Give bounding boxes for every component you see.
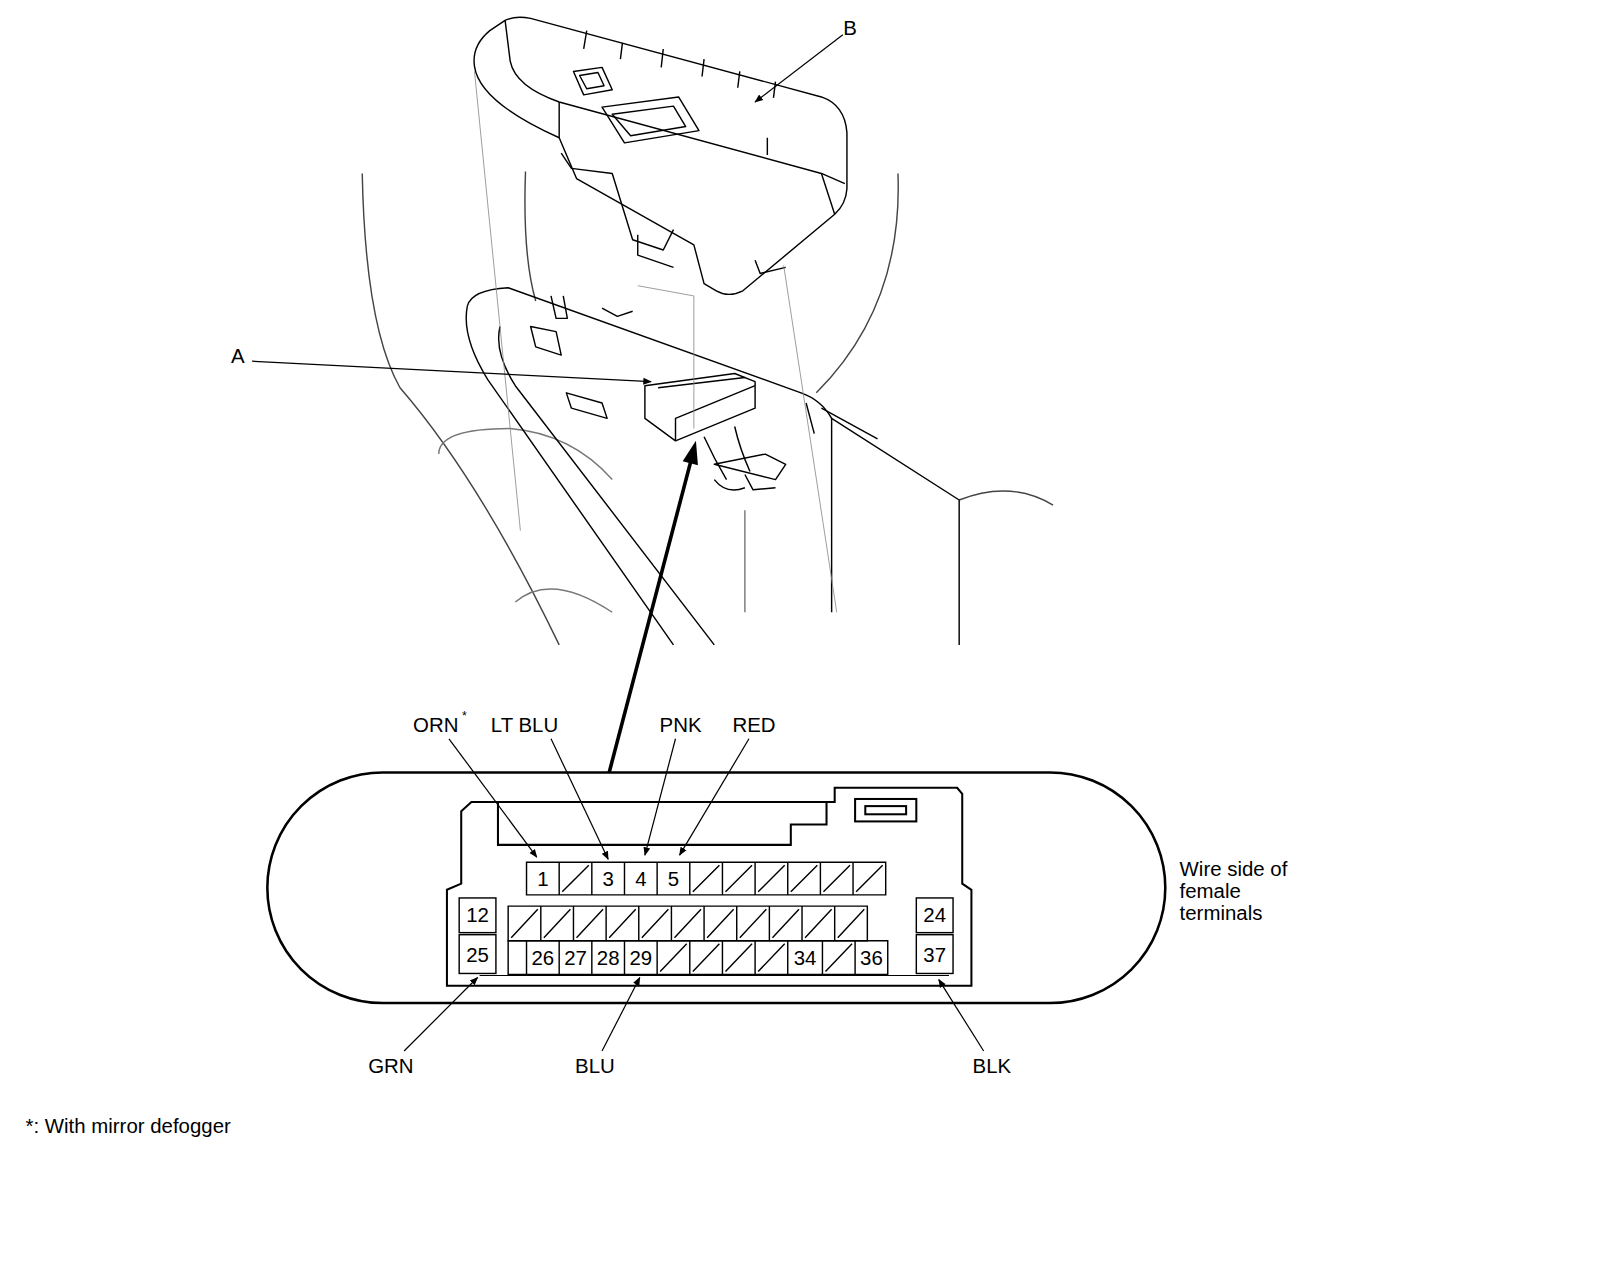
- pin-number: 3: [602, 867, 613, 889]
- wire-color: PNK: [660, 713, 702, 735]
- pin-number: 37: [923, 944, 946, 966]
- pin-cells: [459, 862, 953, 974]
- part-callout: B: [843, 16, 857, 38]
- view-note: Wire side of female terminals: [1180, 857, 1311, 924]
- pin-number: 26: [532, 947, 555, 969]
- pin-number: 1: [537, 867, 548, 889]
- footnote: *: With mirror defogger: [26, 1114, 231, 1136]
- pin-number: 4: [635, 867, 646, 889]
- pin-number: 5: [668, 867, 679, 889]
- pin-number: 28: [597, 947, 620, 969]
- pin-number: 27: [564, 947, 587, 969]
- pin-number: 34: [794, 947, 817, 969]
- projection-lines: [474, 71, 836, 612]
- footnote-marker: *: [462, 705, 467, 727]
- wire-color: RED: [733, 713, 776, 735]
- pin-number: 25: [466, 944, 489, 966]
- part-leaders: [252, 35, 843, 382]
- wire-leaders: [404, 739, 984, 1051]
- wire-color: BLU: [575, 1055, 615, 1077]
- pin-number: 12: [466, 904, 489, 926]
- pin-number: 24: [923, 904, 946, 926]
- wire-color: LT BLU: [491, 713, 558, 735]
- connector-face: [267, 772, 1165, 1003]
- wire-color: ORN: [413, 713, 458, 735]
- pin-number: 29: [629, 947, 652, 969]
- part-callout: A: [231, 345, 245, 367]
- wire-color: BLK: [973, 1055, 1012, 1077]
- wire-color: GRN: [368, 1055, 413, 1077]
- door-trim-drawing: [362, 17, 1053, 645]
- pin-number: 36: [860, 947, 883, 969]
